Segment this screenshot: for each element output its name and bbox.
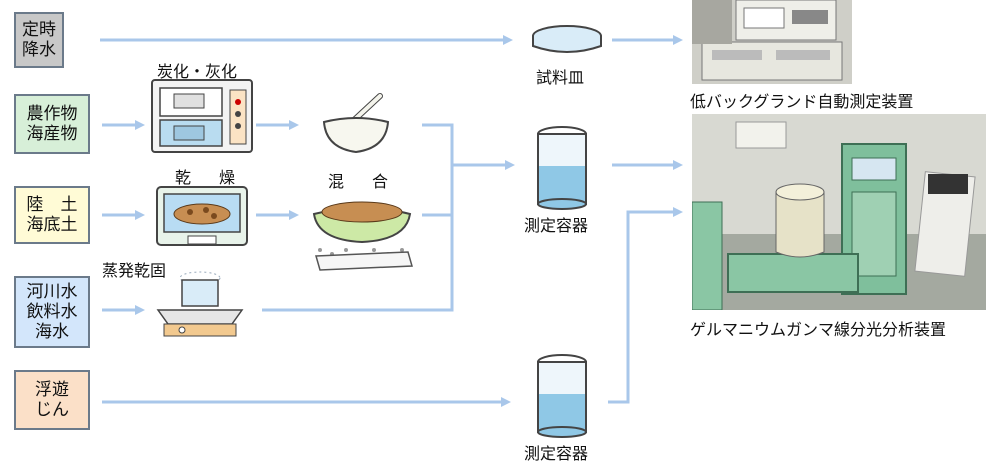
step-label-drying: 乾 燥 [175,168,242,187]
furnace-icon [151,79,253,153]
source-box-rain: 定時 降水 [14,12,64,68]
container-label-2: 測定容器 [524,444,589,463]
instrument-label-low-bg: 低バックグランド自動測定装置 [690,92,914,111]
source-box-dust: 浮遊 じん [14,370,90,430]
source-box-water: 河川水 飲料水 海水 [14,276,90,348]
source-box-soil: 陸 土 海底土 [14,186,90,244]
arrow-container2-to-instrument [608,207,683,404]
container-icon [537,126,587,210]
hotplate-icon [156,271,244,337]
source-label-rain: 定時 降水 [22,20,56,60]
container-icon [537,354,587,438]
container-label-dish: 試料皿 [536,68,585,87]
step-label-ashing: 炭化・灰化 [157,62,238,81]
germanium-spectrometer-photo [692,114,986,310]
source-label-dust: 浮遊 じん [35,380,69,420]
merge-bracket [262,123,454,312]
source-label-crops: 農作物 海産物 [26,104,78,144]
dryer-icon [156,186,248,246]
paper-icon [315,251,413,271]
source-label-soil: 陸 土 海底土 [26,195,78,235]
mortar-icon [322,93,390,154]
low-background-instrument-photo [692,0,852,84]
source-label-water: 河川水 飲料水 海水 [26,282,78,342]
source-box-crops: 農作物 海産物 [14,94,90,154]
mixing-bowl-icon [312,201,412,268]
sample-dish-icon [532,25,602,53]
container-label-1: 測定容器 [524,216,589,235]
instrument-label-ge: ゲルマニウムガンマ線分光分析装置 [690,320,947,339]
step-label-mixing: 混 合 [328,172,395,191]
step-label-evaporating: 蒸発乾固 [102,261,167,280]
